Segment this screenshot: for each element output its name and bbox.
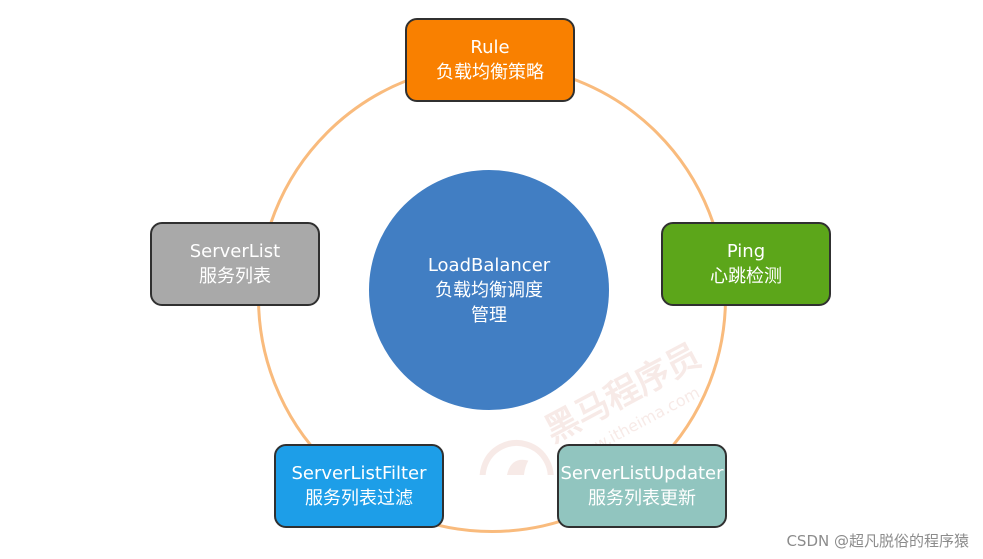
server-list-title: ServerList (189, 241, 281, 262)
ping-node: Ping 心跳检测 (661, 222, 831, 306)
ping-subtitle: 心跳检测 (710, 266, 782, 287)
server-list-updater-node: ServerListUpdater 服务列表更新 (557, 444, 727, 528)
core-subtitle-2: 管理 (471, 304, 507, 326)
rule-title: Rule (470, 37, 510, 58)
server-list-filter-title: ServerListFilter (291, 463, 427, 484)
server-list-filter-subtitle: 服务列表过滤 (305, 488, 413, 509)
server-list-updater-subtitle: 服务列表更新 (588, 488, 696, 509)
server-list-subtitle: 服务列表 (199, 266, 271, 287)
rule-node: Rule 负载均衡策略 (405, 18, 575, 102)
core-subtitle: 负载均衡调度 (435, 279, 543, 301)
load-balancer-core: LoadBalancer 负载均衡调度 管理 (369, 170, 609, 410)
server-list-updater-title: ServerListUpdater (560, 463, 724, 484)
ping-title: Ping (726, 241, 766, 262)
core-title: LoadBalancer (427, 254, 551, 276)
credit-text: CSDN @超凡脱俗的程序猿 (786, 532, 969, 550)
rule-subtitle: 负载均衡策略 (436, 62, 544, 83)
server-list-node: ServerList 服务列表 (150, 222, 320, 306)
server-list-filter-node: ServerListFilter 服务列表过滤 (274, 444, 444, 528)
